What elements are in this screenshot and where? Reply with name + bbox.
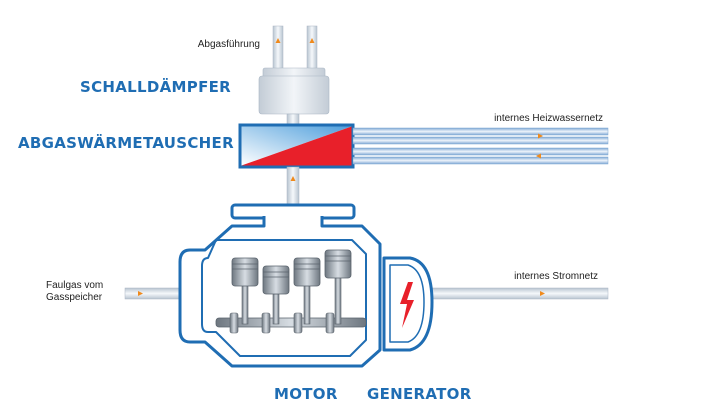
flow-arrow-icon bbox=[536, 153, 541, 159]
flow-arrow-icon bbox=[540, 291, 545, 296]
flow-arrow-icon bbox=[538, 133, 543, 139]
power-network-label: internes Stromnetz bbox=[514, 271, 598, 282]
motor-label: MOTOR bbox=[274, 385, 338, 403]
exhaust-outlet-pipes bbox=[272, 25, 318, 71]
silencer-label: SCHALLDÄMPFER bbox=[80, 77, 231, 96]
heating-network-label: internes Heizwassernetz bbox=[494, 113, 603, 124]
exhaust-outlet-label: Abgasführung bbox=[198, 39, 260, 50]
flow-arrow-icon bbox=[290, 176, 296, 181]
gas-source-label-line2: Gasspeicher bbox=[46, 292, 103, 303]
flow-arrow-icon bbox=[275, 38, 281, 43]
engine-pistons-icon bbox=[215, 249, 367, 334]
power-network-line bbox=[429, 287, 609, 300]
engine-exchanger-pipe bbox=[286, 166, 300, 210]
gas-source-label-line1: Faulgas vom bbox=[46, 280, 103, 291]
flow-arrow-icon bbox=[309, 38, 315, 43]
heating-network-pipes bbox=[352, 127, 609, 165]
heat-exchanger-label: ABGASWÄRMETAUSCHER bbox=[18, 133, 234, 152]
heat-exchanger-unit bbox=[238, 123, 355, 169]
flow-arrow-icon bbox=[138, 291, 143, 296]
silencer-unit bbox=[258, 67, 330, 115]
lightning-bolt-icon bbox=[400, 282, 414, 328]
gas-supply-pipe bbox=[124, 287, 186, 300]
generator-label: GENERATOR bbox=[367, 385, 472, 403]
